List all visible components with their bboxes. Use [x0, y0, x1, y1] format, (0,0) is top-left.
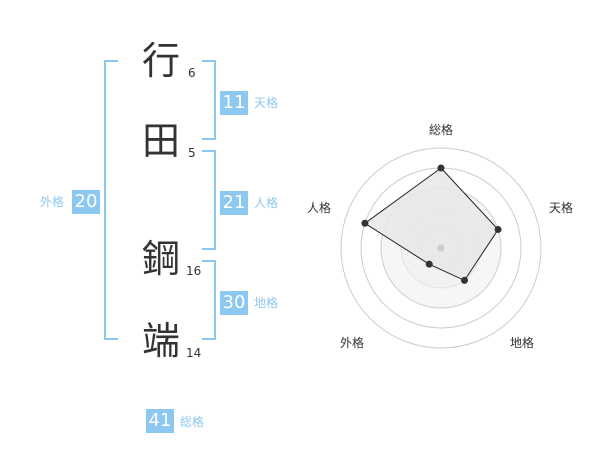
radar-point: [361, 219, 369, 227]
tenkaku-value: 11: [220, 91, 248, 115]
chikaku-bracket: [202, 260, 216, 340]
radar-point: [425, 260, 433, 268]
kanji-3: 鋼: [142, 237, 181, 281]
jinkaku-value: 21: [220, 191, 248, 215]
jinkaku-bracket: [202, 150, 216, 250]
gaikaku-label: 外格: [40, 195, 65, 209]
axis-label-tenkaku: 天格: [549, 200, 573, 215]
radar-point: [461, 276, 469, 284]
axis-label-jinkaku: 人格: [307, 200, 331, 215]
radar-ring: [340, 147, 542, 349]
kanji-4: 端: [142, 319, 181, 363]
radar-center-dot: [437, 244, 445, 252]
radar-polygon: [364, 167, 499, 282]
tenkaku-label: 天格: [254, 96, 279, 110]
stroke-count-4: 14: [186, 346, 202, 360]
gaikaku-bracket: [104, 60, 118, 340]
gaikaku-value: 20: [72, 190, 100, 214]
axis-label-chikaku: 地格: [510, 335, 534, 350]
axis-label-soukaku: 総格: [429, 122, 453, 137]
soukaku-label: 総格: [180, 415, 205, 429]
kanji-1: 行: [142, 39, 181, 83]
stroke-count-3: 16: [186, 264, 202, 278]
kanji-2: 田: [142, 119, 181, 163]
chikaku-value: 30: [220, 291, 248, 315]
radar-point: [494, 225, 502, 233]
jinkaku-label: 人格: [254, 196, 279, 210]
stroke-count-2: 5: [188, 146, 196, 160]
soukaku-value: 41: [146, 409, 174, 433]
tenkaku-bracket: [202, 60, 216, 140]
chikaku-label: 地格: [254, 296, 279, 310]
radar-point: [437, 164, 445, 172]
axis-label-gaikaku: 外格: [340, 335, 364, 350]
stroke-count-1: 6: [188, 66, 196, 80]
